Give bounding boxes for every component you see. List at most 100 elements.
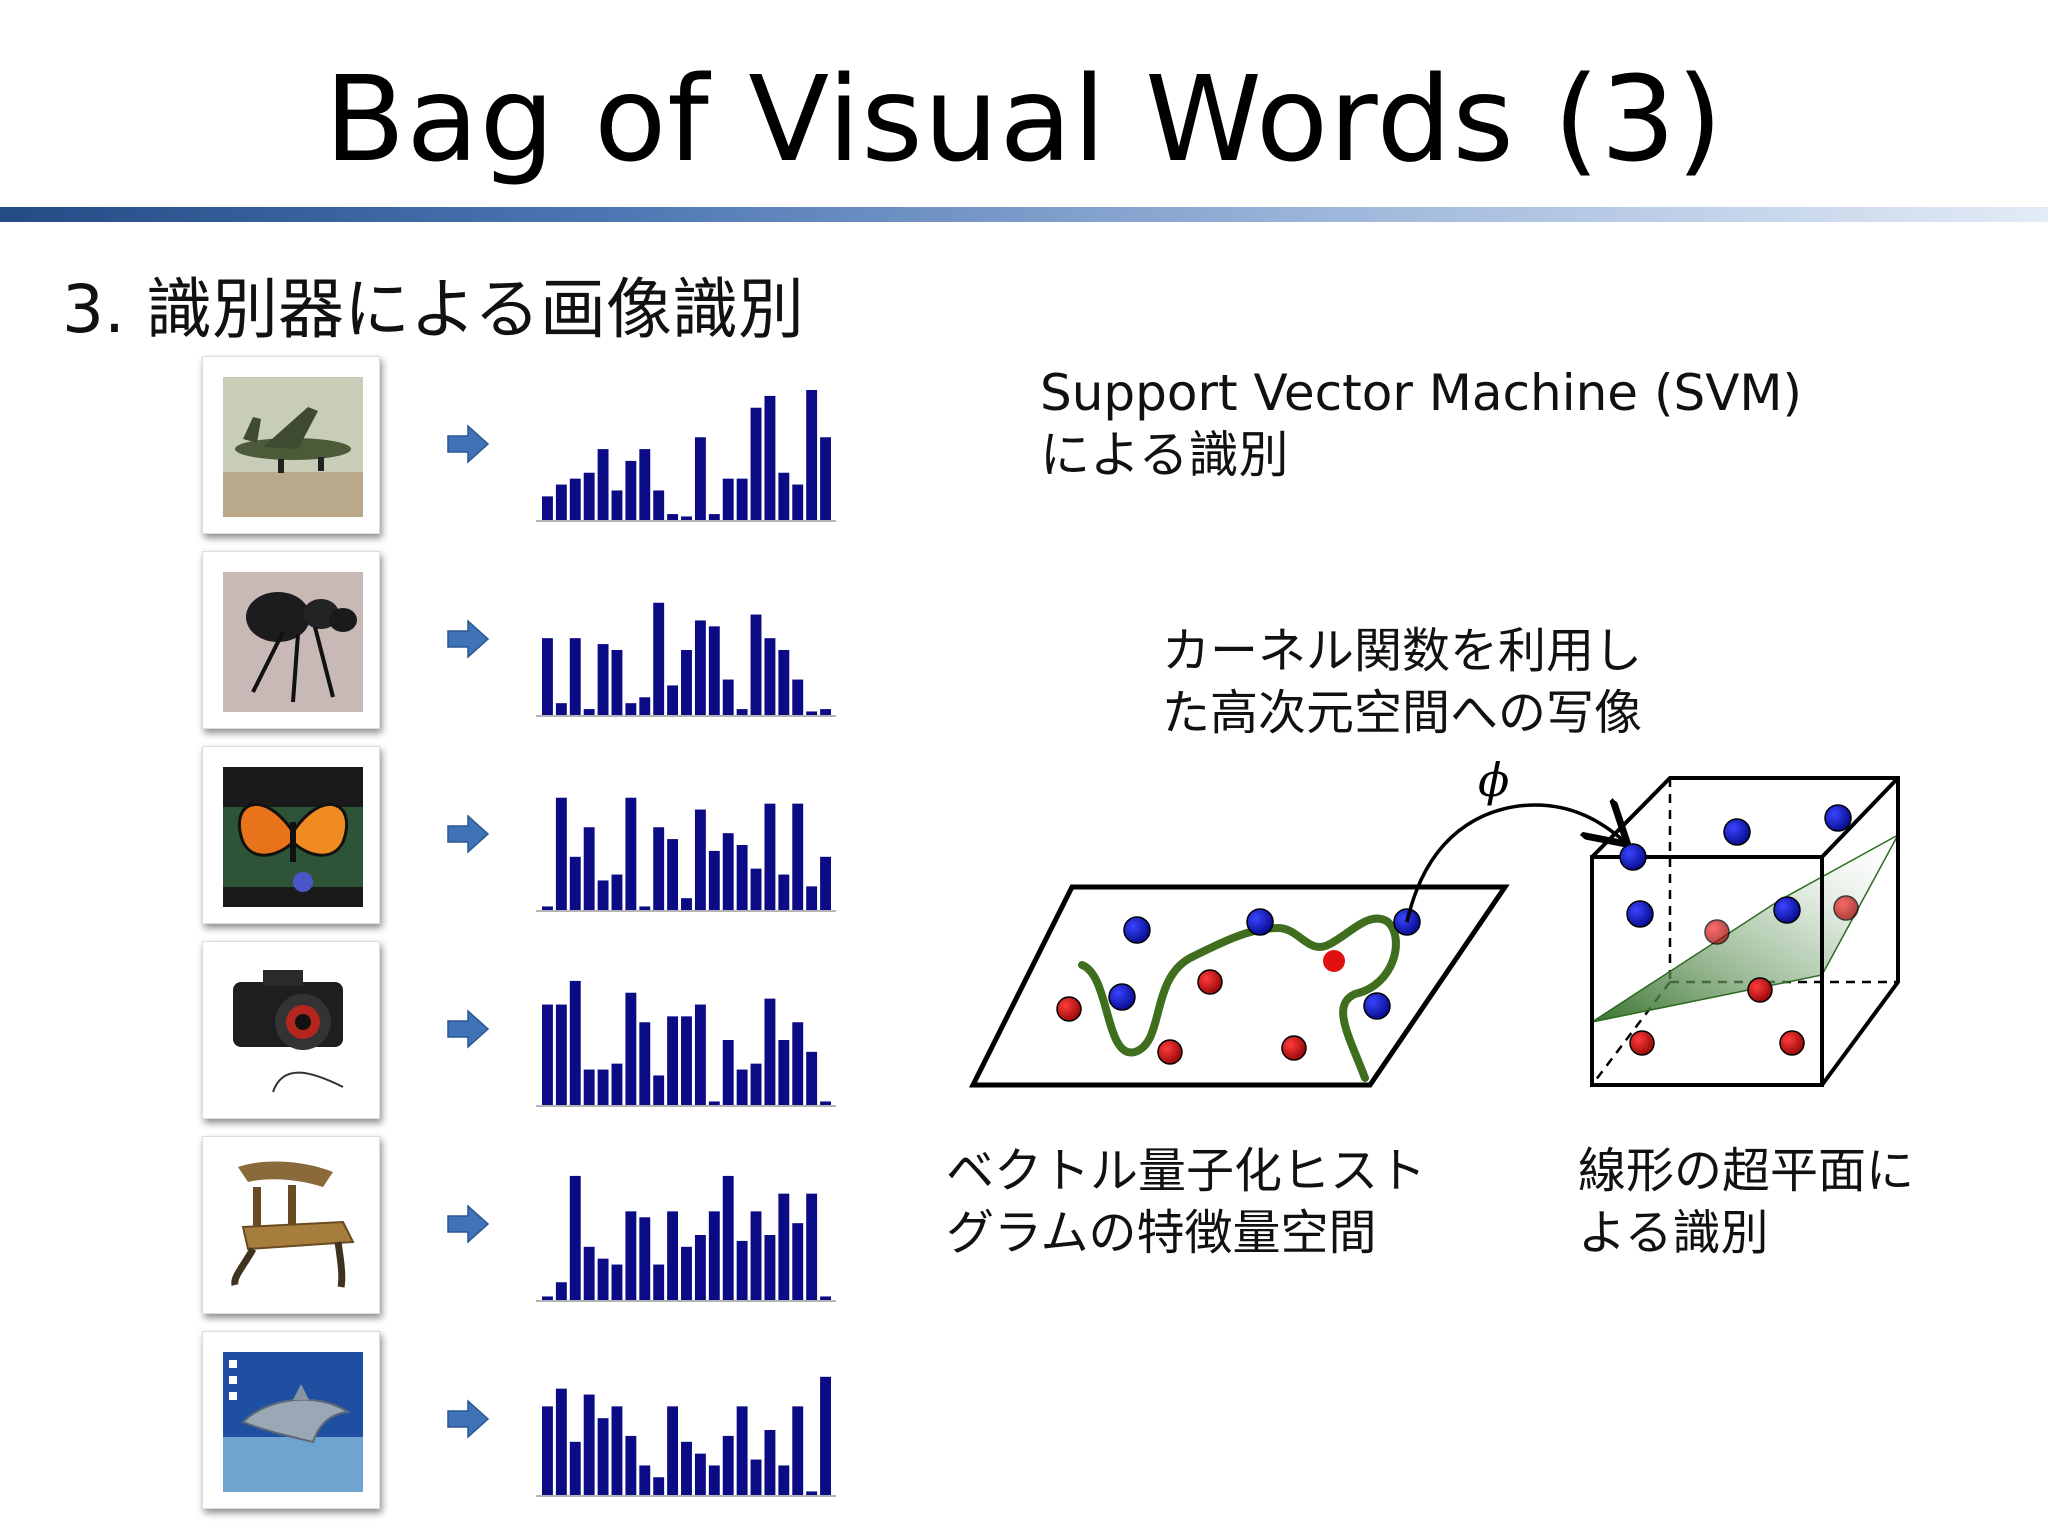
airplane-icon: [223, 377, 363, 517]
arrow-right-icon: [447, 1204, 490, 1244]
histogram-bar: [764, 1235, 776, 1300]
histogram-bar: [611, 1264, 623, 1300]
ant-icon: [223, 572, 363, 712]
histogram-butterfly: [536, 797, 836, 912]
histogram-bar: [764, 638, 776, 715]
histogram-bar: [750, 407, 762, 520]
histogram-bar: [806, 711, 818, 715]
histogram-bar: [639, 1217, 651, 1300]
histogram-bar: [736, 1069, 748, 1105]
histogram-bar: [653, 827, 665, 910]
thumbnail-ant: [202, 551, 380, 729]
histogram-camera: [536, 980, 836, 1107]
histogram-dolphin: [536, 1376, 836, 1497]
histogram-bar: [820, 1376, 831, 1495]
feature-space-caption: ベクトル量子化ヒスト グラムの特徴量空間: [946, 1140, 1426, 1264]
histogram-bar: [667, 1016, 679, 1105]
histogram-bar: [597, 449, 609, 520]
histogram-chair: [536, 1175, 836, 1302]
histogram-bar: [597, 880, 609, 910]
histogram-bar: [597, 1069, 609, 1105]
histogram-bar: [694, 620, 706, 715]
histogram-bar: [681, 1441, 692, 1495]
histogram-bar: [722, 1040, 734, 1105]
histogram-bar: [778, 1040, 790, 1105]
histogram-bar: [625, 797, 637, 910]
hyperplane-caption: 線形の超平面に よる識別: [1578, 1140, 1914, 1264]
dolphin-icon: [223, 1352, 363, 1492]
histogram-bar: [820, 856, 831, 910]
histogram-bar: [681, 650, 692, 715]
histogram-bar: [555, 703, 567, 715]
histogram-bar: [764, 998, 776, 1105]
thumbnail-butterfly: [202, 746, 380, 924]
histogram-bar: [764, 803, 776, 910]
histogram-bar: [569, 1175, 581, 1300]
histogram-bar: [583, 1069, 595, 1105]
histogram-bar: [555, 797, 567, 910]
histogram-bar: [736, 845, 748, 910]
svm-heading-line-2: による識別: [1040, 426, 1289, 484]
histogram-bar: [583, 1246, 595, 1300]
histogram-bar: [597, 1418, 609, 1495]
histogram-bar: [653, 1477, 665, 1495]
histogram-bar: [694, 809, 706, 910]
feature-space-points: [1056, 908, 1421, 1065]
histogram-bar: [639, 906, 651, 910]
histogram-bar: [736, 709, 748, 715]
histogram-bar: [722, 1175, 734, 1300]
histogram-bar: [764, 395, 776, 520]
hyperplane-caption-line-2: よる識別: [1578, 1205, 1769, 1261]
histogram-bar: [542, 1406, 553, 1495]
histogram-airplane: [536, 390, 836, 522]
histogram-bar: [542, 1004, 553, 1105]
histogram-bar: [681, 898, 692, 910]
thumbnail-chair: [202, 1136, 380, 1314]
histogram-bar: [583, 827, 595, 910]
arrow-right-icon: [447, 1399, 490, 1439]
histogram-bar: [555, 1004, 567, 1105]
histogram-bar: [639, 697, 651, 715]
histogram-bar: [667, 1406, 679, 1495]
histogram-bar: [653, 490, 665, 520]
histogram-bar: [820, 709, 831, 715]
histogram-bar: [750, 1063, 762, 1105]
histogram-bar: [611, 1063, 623, 1105]
histogram-bar: [778, 874, 790, 910]
histogram-bar: [778, 1465, 790, 1495]
kernel-note-line-1: カーネル関数を利用し: [1162, 623, 1643, 679]
histogram-bar: [792, 1022, 804, 1105]
histogram-bar: [542, 496, 553, 520]
histogram-bar: [778, 472, 790, 520]
feature-space-plane: [968, 884, 1510, 1088]
histogram-bar: [792, 1223, 804, 1300]
histogram-bar: [792, 484, 804, 520]
hyperplane-caption-line-1: 線形の超平面に: [1578, 1143, 1915, 1199]
histogram-bar: [820, 1296, 831, 1300]
thumbnail-airplane: [202, 356, 380, 534]
histogram-bar: [611, 490, 623, 520]
histogram-bar: [694, 437, 706, 520]
histogram-bar: [778, 1193, 790, 1300]
histogram-bar: [667, 839, 679, 910]
camera-icon: [223, 962, 363, 1102]
histogram-bar: [792, 803, 804, 910]
histogram-bar: [806, 1051, 818, 1105]
histogram-bar: [625, 1435, 637, 1495]
feature-space-caption-line-2: グラムの特徴量空間: [946, 1205, 1377, 1261]
histogram-bar: [555, 1388, 567, 1495]
histogram-bar: [722, 1435, 734, 1495]
histogram-bar: [736, 1240, 748, 1300]
arrow-right-icon: [447, 424, 490, 464]
thumbnail-camera: [202, 941, 380, 1119]
histogram-bar: [653, 1075, 665, 1105]
histogram-bar: [583, 1394, 595, 1495]
histogram-bar: [542, 638, 553, 715]
histogram-bar: [625, 703, 637, 715]
histogram-bar: [722, 478, 734, 520]
butterfly-icon: [223, 767, 363, 907]
histogram-bar: [750, 614, 762, 715]
arrow-right-icon: [447, 814, 490, 854]
histogram-bar: [736, 1406, 748, 1495]
histogram-bar: [653, 1264, 665, 1300]
